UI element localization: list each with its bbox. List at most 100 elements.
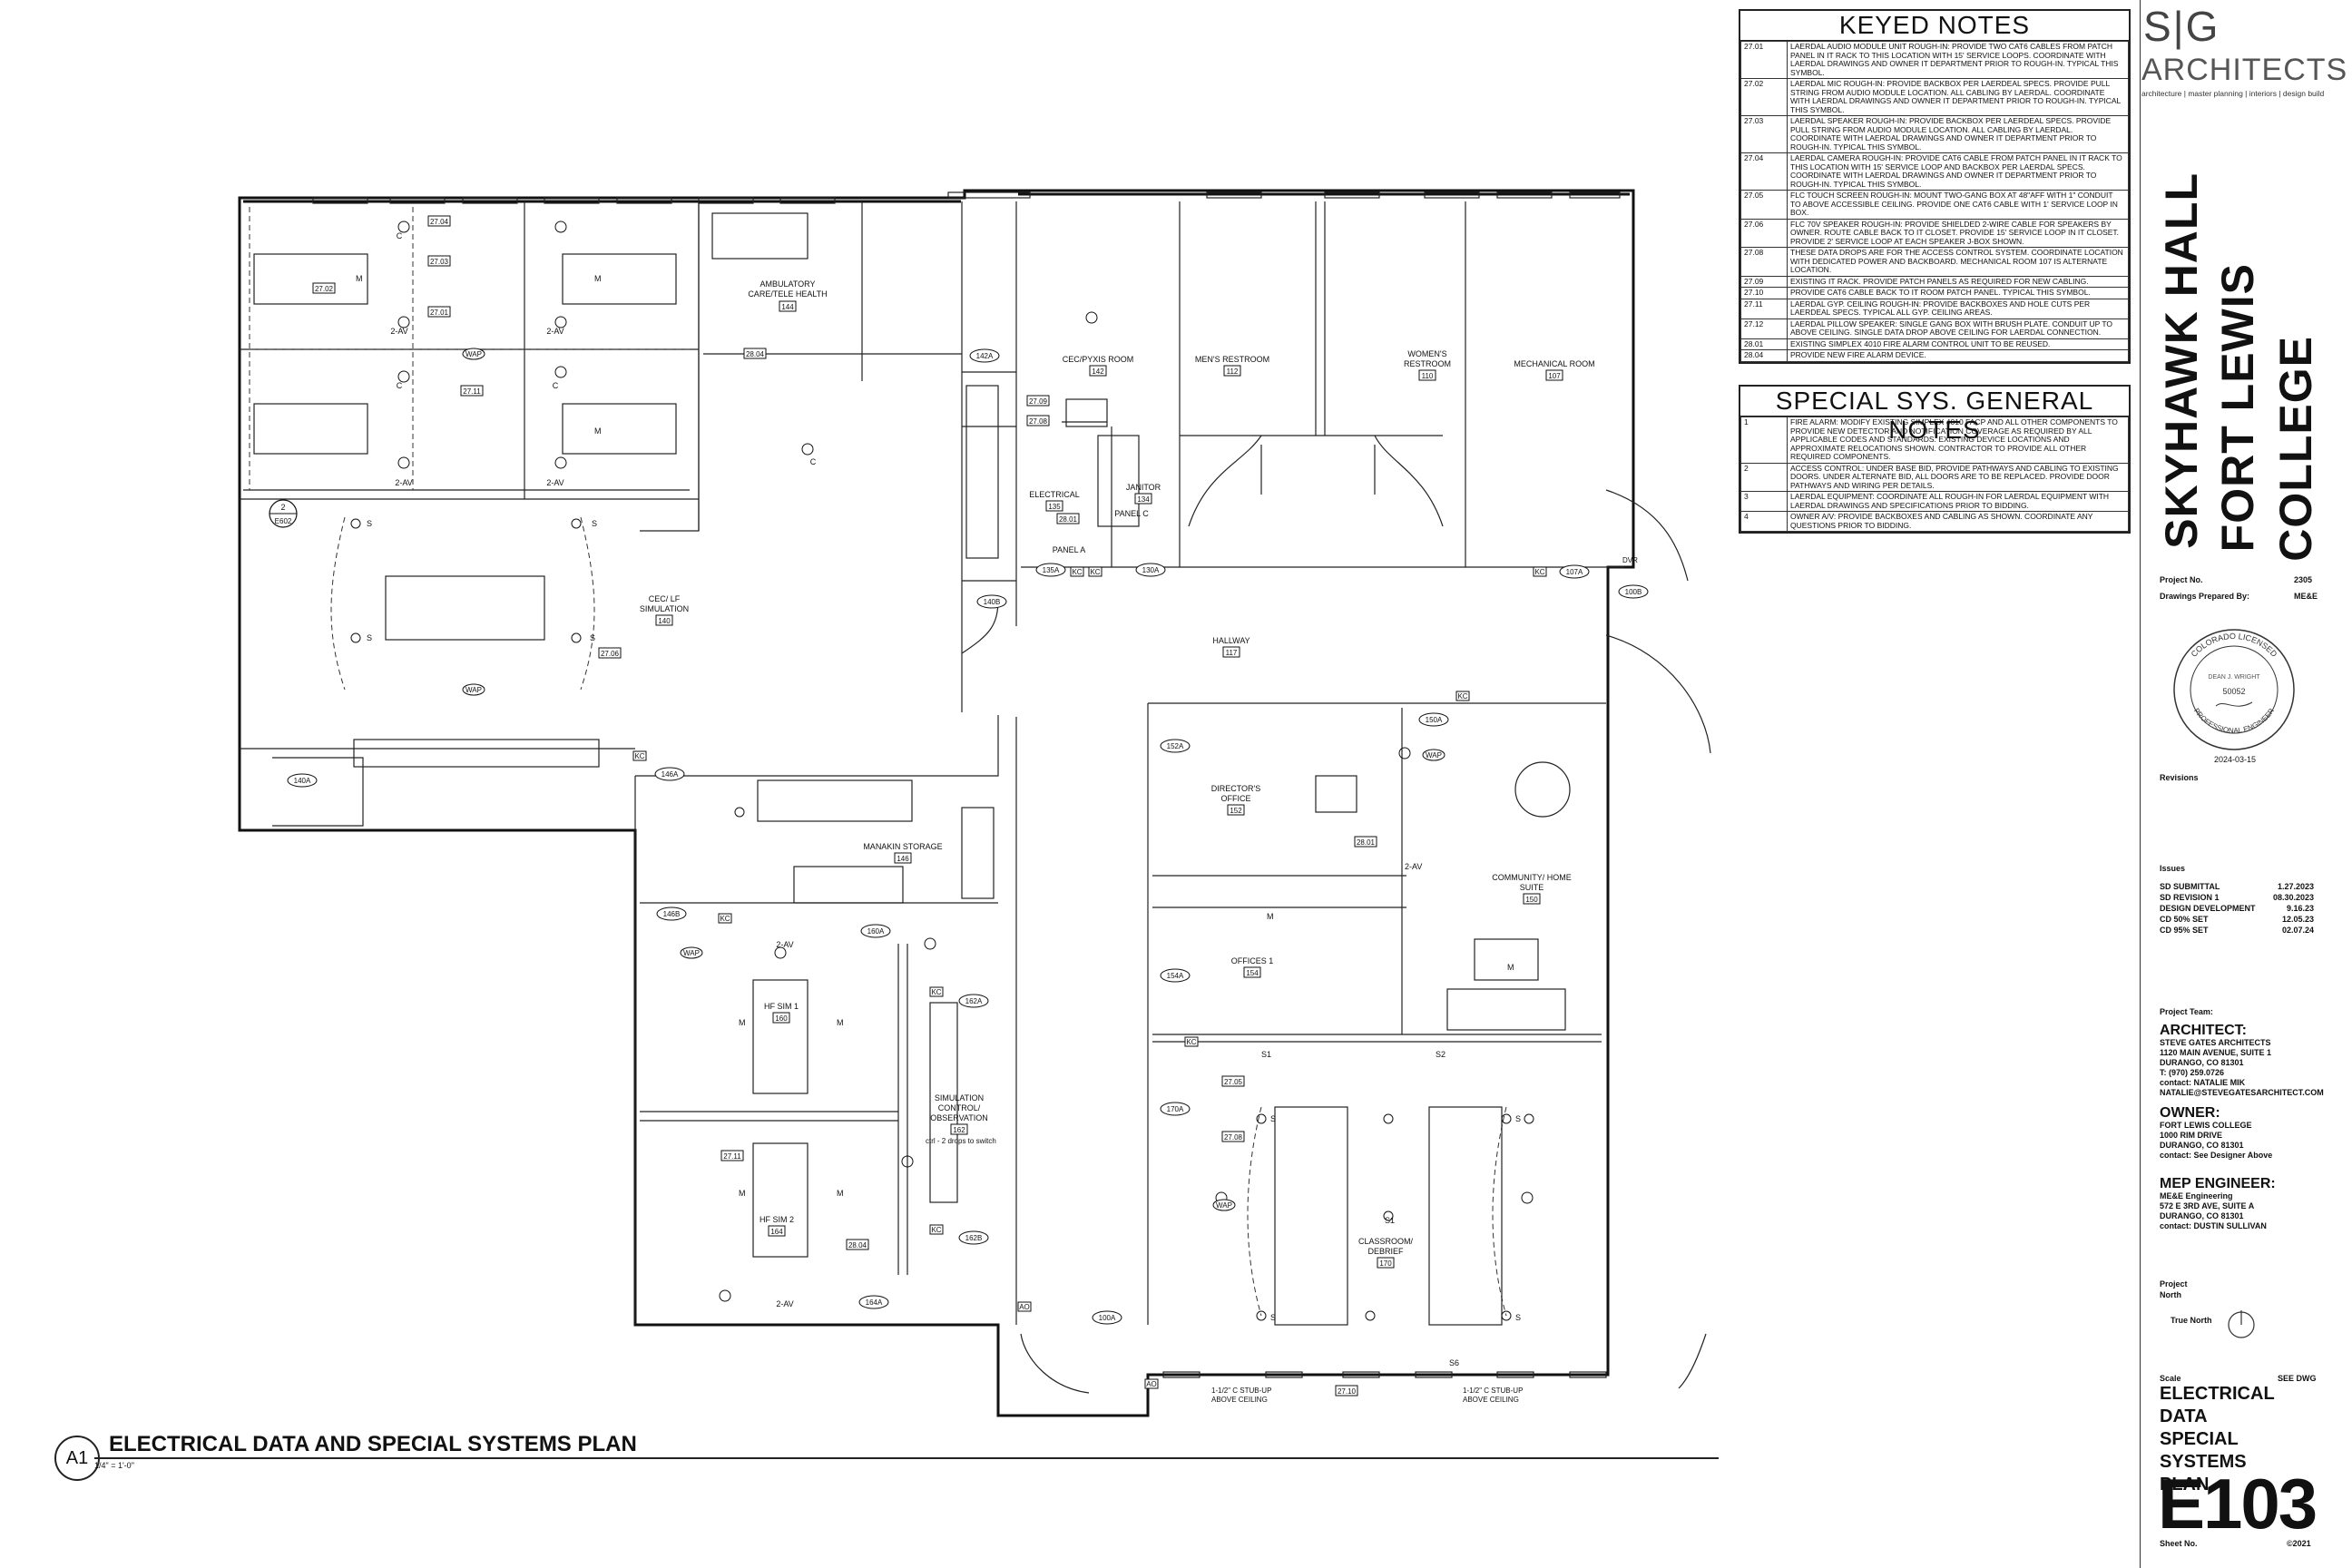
sheet-no-label: Sheet No.: [2160, 1539, 2198, 1548]
svg-text:27.01: 27.01: [430, 309, 449, 317]
keyed-note-text: LAERDAL PILLOW SPEAKER: SINGLE GANG BOX …: [1787, 318, 2129, 339]
keyed-notes-title: KEYED NOTES: [1740, 11, 2129, 41]
general-note-number: 4: [1740, 511, 1788, 532]
svg-text:142A: 142A: [976, 352, 994, 360]
keyed-note-text: LAERDAL SPEAKER ROUGH-IN: PROVIDE BACKBO…: [1787, 115, 2129, 153]
project-no-label: Project No.: [2160, 575, 2203, 584]
info-line: 1120 MAIN AVENUE, SUITE 1: [2160, 1048, 2272, 1057]
svg-text:AO: AO: [1146, 1380, 1157, 1388]
keyed-note-text: FLC 70V SPEAKER ROUGH-IN: PROVIDE SHIELD…: [1787, 218, 2129, 248]
issue-name: DESIGN DEVELOPMENT: [2160, 904, 2256, 913]
issue-date: 02.07.24: [2281, 926, 2314, 935]
svg-text:CARE/TELE HEALTH: CARE/TELE HEALTH: [748, 289, 827, 299]
keyed-note-number: 27.01: [1740, 41, 1788, 79]
info-line: 1000 RIM DRIVE: [2160, 1131, 2223, 1140]
svg-text:27.09: 27.09: [1029, 397, 1048, 406]
engineer-seal: COLORADO LICENSED PROFESSIONAL ENGINEER …: [2173, 629, 2295, 750]
svg-text:27.10: 27.10: [1338, 1387, 1357, 1396]
svg-text:S1: S1: [1261, 1050, 1271, 1059]
svg-text:WAP: WAP: [466, 350, 482, 358]
keyed-note-number: 27.10: [1740, 287, 1788, 299]
restroom-fixtures: [961, 435, 1711, 1394]
svg-text:162: 162: [953, 1126, 965, 1134]
issue-name: CD 95% SET: [2160, 926, 2209, 935]
svg-text:28.04: 28.04: [746, 350, 765, 358]
svg-text:M: M: [594, 274, 602, 283]
general-note-number: 3: [1740, 491, 1788, 512]
ctrl-note: ctrl - 2 drops to switch: [926, 1137, 996, 1145]
svg-text:CONTROL/: CONTROL/: [938, 1103, 981, 1112]
panel-a-label: PANEL A: [1053, 545, 1086, 554]
svg-text:M: M: [594, 426, 602, 436]
panel-c-label: PANEL C: [1114, 509, 1149, 518]
svg-text:2-AV: 2-AV: [395, 478, 412, 487]
keyed-note-number: 27.05: [1740, 190, 1788, 220]
prepared-by: ME&E: [2294, 592, 2318, 601]
svg-text:DEBRIEF: DEBRIEF: [1367, 1247, 1404, 1256]
stub-note-2: 1-1/2" C STUB-UP: [1463, 1387, 1523, 1395]
general-notes-title: SPECIAL SYS. GENERAL NOTES: [1740, 387, 2129, 444]
north-project-label: Project: [2160, 1279, 2188, 1289]
svg-text:170A: 170A: [1167, 1105, 1184, 1113]
svg-text:27.08: 27.08: [1224, 1133, 1243, 1142]
svg-text:150A: 150A: [1426, 716, 1443, 724]
svg-text:M: M: [1267, 912, 1274, 921]
svg-text:100B: 100B: [1625, 588, 1642, 596]
svg-text:HF SIM 1: HF SIM 1: [764, 1002, 799, 1011]
prepared-label: Drawings Prepared By:: [2160, 592, 2250, 601]
keyed-note-text: LAERDAL GYP. CEILING ROUGH-IN: PROVIDE B…: [1787, 298, 2129, 319]
keyed-note-text: THESE DATA DROPS ARE FOR THE ACCESS CONT…: [1787, 247, 2129, 277]
info-line: contact: DUSTIN SULLIVAN: [2160, 1221, 2267, 1230]
info-line: SYSTEMS: [2160, 1452, 2247, 1472]
firm-logo: S|G: [2143, 3, 2220, 50]
svg-text:146A: 146A: [662, 770, 679, 779]
svg-text:PROFESSIONAL ENGINEER: PROFESSIONAL ENGINEER: [2192, 707, 2276, 735]
scale-value: SEE DWG: [2278, 1374, 2317, 1383]
keyed-note-number: 27.06: [1740, 218, 1788, 248]
keyed-note-tags: 27.04 27.03 27.01 27.02 27.11 27.06 28.0…: [312, 215, 1377, 1396]
svg-text:146: 146: [897, 855, 909, 863]
svg-text:S: S: [1515, 1114, 1521, 1123]
info-line: contact: NATALIE MIK: [2160, 1078, 2246, 1087]
svg-text:107A: 107A: [1566, 568, 1583, 576]
svg-text:DEAN J. WRIGHT: DEAN J. WRIGHT: [2208, 674, 2260, 681]
info-line: ME&E Engineering: [2160, 1191, 2233, 1200]
info-line: contact: See Designer Above: [2160, 1151, 2273, 1160]
seal-date: 2024-03-15: [2214, 755, 2257, 764]
svg-text:2-AV: 2-AV: [776, 940, 793, 949]
svg-text:KC: KC: [931, 1226, 941, 1234]
svg-text:164A: 164A: [866, 1298, 883, 1307]
room-labels: AMBULATORY CARE/TELE HEALTH 144 CEC/PYXI…: [640, 279, 1595, 1404]
info-line: DURANGO, CO 81301: [2160, 1211, 2244, 1220]
svg-text:107: 107: [1548, 372, 1561, 380]
svg-text:2-AV: 2-AV: [546, 478, 564, 487]
svg-text:142: 142: [1092, 368, 1104, 376]
svg-text:RESTROOM: RESTROOM: [1404, 359, 1451, 368]
svg-text:WAP: WAP: [466, 686, 482, 694]
revisions-label: Revisions: [2160, 773, 2199, 782]
svg-text:AO: AO: [1019, 1303, 1030, 1311]
svg-text:140: 140: [658, 617, 671, 625]
svg-text:140A: 140A: [294, 777, 311, 785]
general-note-text: OWNER A/V: PROVIDE BACKBOXES AND CABLING…: [1787, 511, 2129, 532]
keyed-note-number: 27.08: [1740, 247, 1788, 277]
svg-text:154: 154: [1246, 969, 1259, 977]
mep-heading: MEP ENGINEER:: [2160, 1176, 2276, 1191]
keyed-note-number: 27.02: [1740, 78, 1788, 116]
svg-text:28.04: 28.04: [848, 1241, 867, 1250]
svg-text:COMMUNITY/ HOME: COMMUNITY/ HOME: [1492, 873, 1572, 882]
svg-text:OFFICES 1: OFFICES 1: [1231, 956, 1274, 965]
svg-text:CEC/ LF: CEC/ LF: [649, 594, 681, 603]
svg-text:C: C: [397, 381, 403, 390]
info-line: NATALIE@STEVEGATESARCHITECT.COM: [2160, 1088, 2324, 1097]
issue-row: CD 95% SET 02.07.24: [2160, 926, 2314, 935]
svg-text:JANITOR: JANITOR: [1126, 483, 1161, 492]
